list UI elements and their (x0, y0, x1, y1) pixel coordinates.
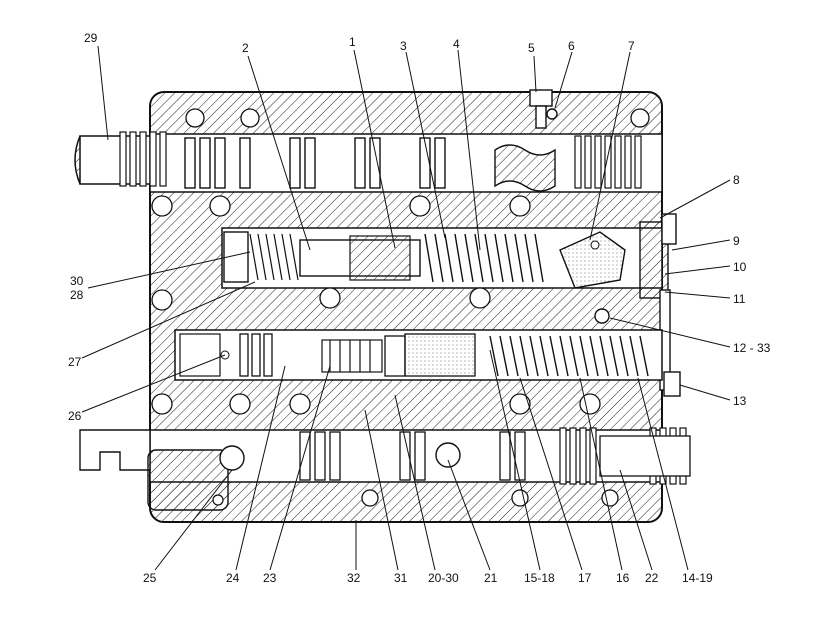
callout-2: 2 (242, 41, 249, 55)
callout-26: 26 (68, 409, 82, 423)
end-plate (594, 213, 681, 397)
callout-31: 31 (394, 571, 408, 585)
callout-28: 28 (70, 288, 84, 302)
callout-32: 32 (347, 571, 361, 585)
callout-8: 8 (733, 173, 740, 187)
lower-spool (79, 427, 691, 511)
callout-9: 9 (733, 234, 740, 248)
callout-5: 5 (528, 41, 535, 55)
middle-upper-bore (221, 227, 663, 289)
callout-6: 6 (568, 39, 575, 53)
callout-30: 30 (70, 274, 84, 288)
callout-1: 1 (349, 35, 356, 49)
callout-25: 25 (143, 571, 157, 585)
callout-4: 4 (453, 37, 460, 51)
callout-3: 3 (400, 39, 407, 53)
upper-spool (74, 131, 663, 193)
callout-13: 13 (733, 394, 747, 408)
top-fitting (529, 89, 558, 129)
callout-21: 21 (484, 571, 498, 585)
callout-15-18: 15-18 (524, 571, 555, 585)
callout-29: 29 (84, 31, 98, 45)
callout-14-19: 14-19 (682, 571, 713, 585)
leader-lines (81, 45, 731, 571)
callout-23: 23 (263, 571, 277, 585)
callout-17: 17 (578, 571, 592, 585)
callout-labels: 29 2 1 3 4 5 6 7 8 9 10 11 12 - 33 13 30… (68, 31, 771, 585)
callout-22: 22 (645, 571, 659, 585)
callout-7: 7 (628, 39, 635, 53)
callout-12-33: 12 - 33 (733, 341, 771, 355)
callout-11: 11 (733, 292, 746, 306)
callout-16: 16 (616, 571, 630, 585)
middle-lower-bore (174, 329, 663, 381)
bolt-holes (151, 108, 650, 507)
callout-27: 27 (68, 355, 82, 369)
callout-10: 10 (733, 260, 747, 274)
callout-24: 24 (226, 571, 240, 585)
callout-20-30: 20-30 (428, 571, 459, 585)
